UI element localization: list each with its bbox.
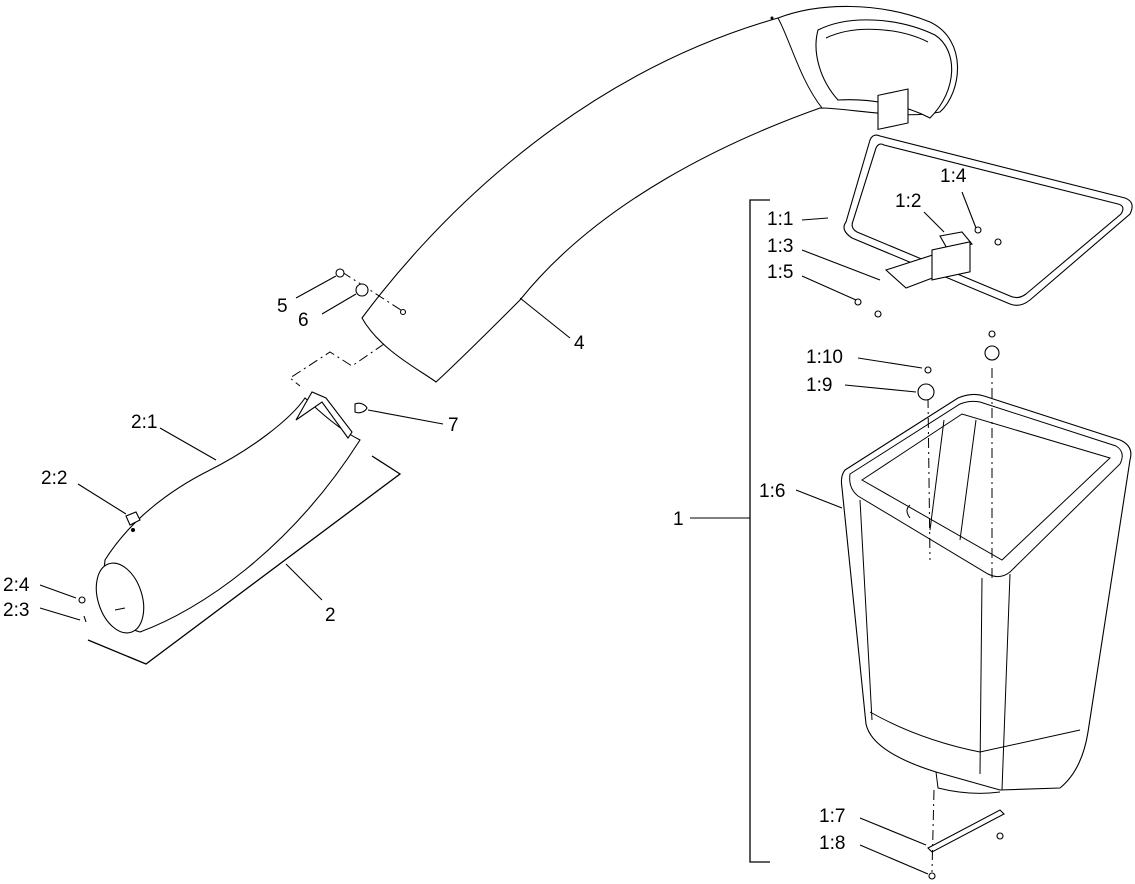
callout-1-4: 1:4: [940, 166, 967, 187]
leader-lines: [39, 191, 977, 875]
callout-2-3: 2:3: [3, 600, 29, 621]
alignment-line-bag-left: [927, 397, 931, 561]
callout-2-1: 2:1: [131, 412, 157, 433]
lower-chute-tube: [95, 397, 361, 634]
callout-1-8: 1:8: [819, 833, 845, 854]
bag-strap: [927, 809, 1005, 880]
callout-2: 2: [325, 605, 336, 626]
callout-7: 7: [448, 415, 459, 436]
assembly-2-bracket: [87, 455, 402, 665]
callout-1-1: 1:1: [767, 209, 793, 230]
callout-1-3: 1:3: [767, 236, 793, 257]
callout-1-7: 1:7: [819, 806, 845, 827]
assembly-1-bracket: [749, 199, 770, 863]
callout-6: 6: [298, 310, 309, 331]
callout-2-2: 2:2: [41, 468, 67, 489]
callout-1-9: 1:9: [806, 375, 832, 396]
callout-1-5: 1:5: [767, 262, 793, 283]
alignment-line-strap: [931, 789, 935, 873]
hardware-items: [78, 268, 407, 623]
callout-2-4: 2:4: [3, 575, 30, 596]
deflector-plate: [295, 391, 368, 439]
callout-1-6: 1:6: [759, 481, 785, 502]
bag-frame: [843, 88, 1133, 318]
alignment-line-tube: [289, 343, 385, 387]
callout-5: 5: [277, 296, 288, 317]
alignment-line-bolt-5: [341, 271, 405, 313]
callout-1-10: 1:10: [806, 347, 843, 368]
callout-4: 4: [574, 333, 585, 354]
callout-1: 1: [673, 509, 684, 530]
discharge-tube: [361, 5, 959, 383]
callout-1-2: 1:2: [895, 191, 921, 212]
grass-bag: [840, 393, 1132, 794]
